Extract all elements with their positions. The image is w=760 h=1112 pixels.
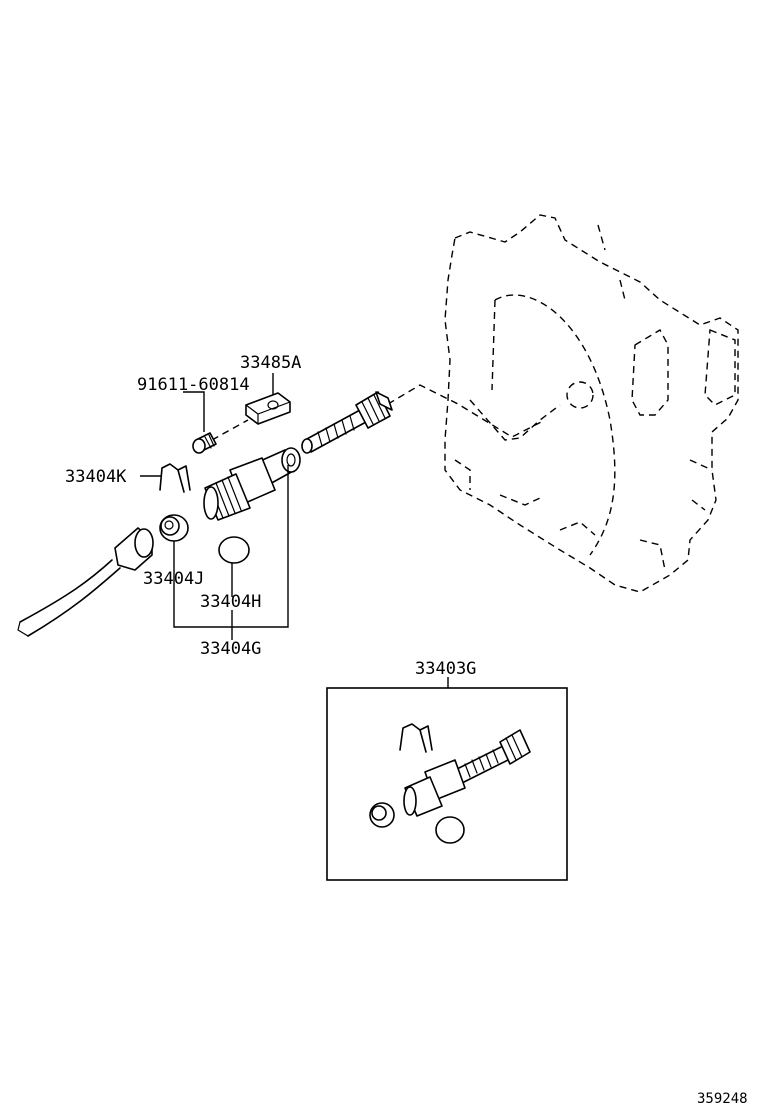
reference-number: 359248 <box>697 1091 748 1107</box>
label-33404g: 33404G <box>200 639 261 659</box>
leader-lines <box>140 373 449 688</box>
clip-part <box>159 463 191 493</box>
sleeve-body <box>203 447 301 521</box>
kit-box <box>326 687 568 881</box>
driven-gear <box>301 391 393 454</box>
label-33404k: 33404K <box>65 467 127 487</box>
bracket-part <box>245 392 291 425</box>
speedometer-cable <box>17 527 154 637</box>
label-33404j: 33404J <box>143 569 204 589</box>
o-ring-part <box>218 536 250 564</box>
label-33404h: 33404H <box>200 592 261 612</box>
transmission-case <box>444 214 739 593</box>
bracket-dash-line <box>211 419 249 441</box>
connection-line <box>387 384 546 438</box>
label-91611-60814: 91611-60814 <box>137 375 250 395</box>
label-33403g: 33403G <box>415 659 476 679</box>
bolt-part <box>192 432 217 454</box>
label-33485a: 33485A <box>240 353 301 373</box>
bushing-part <box>159 514 189 542</box>
